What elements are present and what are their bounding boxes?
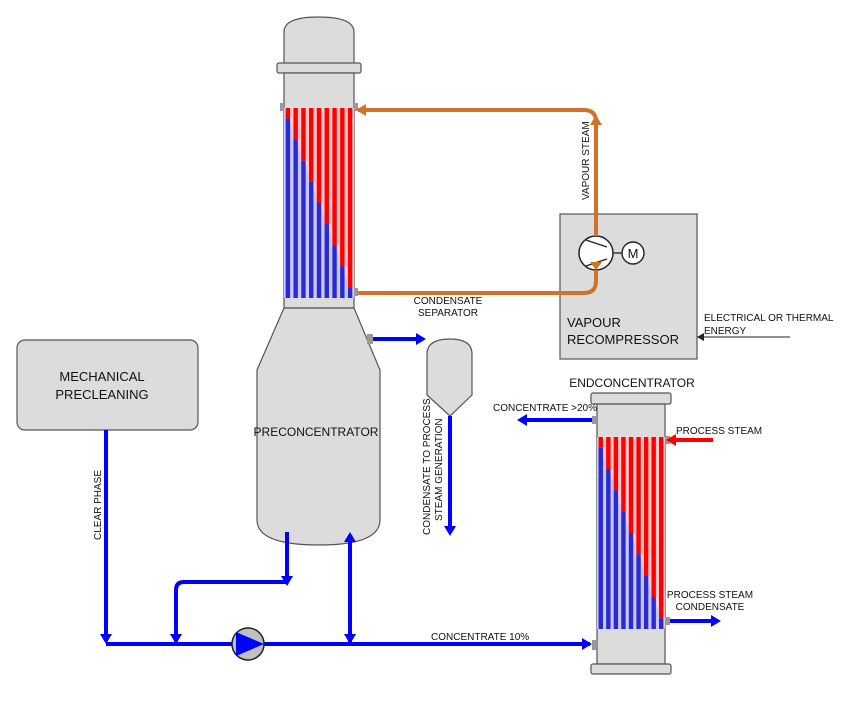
- endconcentrator-hot-tube: [651, 437, 656, 597]
- preconcentrator-cold-tube: [316, 203, 322, 298]
- process-steam-line: [666, 434, 713, 446]
- vapour-recompressor-unit: VAPOUR RECOMPRESSOR M: [559, 213, 698, 360]
- energy-label-line1: ELECTRICAL OR THERMAL: [704, 313, 834, 324]
- condensate-separator-label-line2: SEPARATOR: [418, 308, 478, 319]
- endconcentrator-cold-tube: [598, 447, 603, 629]
- preconcentrator-heat-exchanger: [284, 108, 354, 298]
- mechanical-precleaning-unit: MECHANICAL PRECLEANING: [16, 339, 199, 431]
- preconcentrator-hot-tube: [347, 108, 353, 288]
- endconcentrator-cold-tube: [621, 511, 626, 629]
- motor-label: M: [628, 246, 639, 261]
- process-steam-label: PROCESS STEAM: [676, 426, 762, 437]
- endconcentrator-cold-tube: [613, 490, 619, 629]
- vapour-recompressor-label-line2: RECOMPRESSOR: [567, 332, 679, 347]
- mechanical-precleaning-label-line2: PRECLEANING: [55, 387, 148, 402]
- preconcentrator-hot-tube: [285, 108, 291, 119]
- endconcentrator-cold-tube: [643, 575, 649, 629]
- endconcentrator-cold-tube: [628, 533, 634, 629]
- preconcentrator-hot-tube: [316, 108, 322, 203]
- endconcentrator-vessel: ENDCONCENTRATOR: [569, 376, 695, 675]
- preconcentrator-hot-tube: [293, 108, 298, 140]
- condensate-to-process-label-line2: STEAM GENERATION: [434, 418, 445, 521]
- endconcentrator-heat-exchanger: [597, 437, 665, 629]
- clear-phase-label: CLEAR PHASE: [93, 470, 104, 540]
- process-steam-condensate-label-line1: PROCESS STEAM: [667, 590, 753, 601]
- process-steam-condensate-label-line2: CONDENSATE: [676, 602, 745, 613]
- energy-label-line2: ENERGY: [704, 326, 747, 337]
- motor-icon: M: [621, 241, 645, 265]
- endconcentrator-hot-tube: [621, 437, 626, 512]
- liquid-arrows: [100, 333, 721, 650]
- preconcentrator-label: PRECONCENTRATOR: [254, 425, 379, 439]
- liquid-lines: [104, 337, 712, 646]
- endconcentrator-hot-tube: [636, 437, 641, 555]
- condensate-to-process-label-line1: CONDENSATE TO PROCESS: [422, 398, 433, 535]
- preconcentrator-hot-tube: [309, 108, 314, 182]
- preconcentrator-cold-tube: [293, 139, 298, 298]
- endconcentrator-label: ENDCONCENTRATOR: [569, 376, 695, 390]
- endconcentrator-hot-tube: [659, 437, 664, 619]
- preconcentrator-cold-tube: [324, 224, 329, 298]
- circulation-pump-icon: [231, 627, 265, 661]
- preconcentrator-cold-tube: [332, 245, 337, 298]
- preconcentrator-cold-tube: [340, 266, 345, 298]
- vapour-steam-arrow-compressor: [590, 262, 602, 270]
- vapour-steam-label: VAPOUR STEAM: [581, 121, 592, 200]
- endconcentrator-cold-tube: [606, 469, 611, 629]
- endconcentrator-hot-tube: [598, 437, 603, 448]
- vapour-steam-arrow-in: [590, 115, 602, 125]
- endconcentrator-cold-tube: [636, 554, 641, 629]
- concentrate-20-label: CONCENTRATE >20%: [493, 403, 597, 414]
- endconcentrator-hot-tube: [606, 437, 611, 469]
- vapour-recompressor-label-line1: VAPOUR: [567, 315, 621, 330]
- condensate-separator: CONDENSATE SEPARATOR: [414, 296, 483, 417]
- preconcentrator-hot-tube: [340, 108, 345, 267]
- endconcentrator-cold-tube: [659, 618, 664, 629]
- concentrate-10-label: CONCENTRATE 10%: [431, 632, 529, 643]
- preconcentrator-vessel: PRECONCENTRATOR: [254, 16, 381, 546]
- preconcentrator-cold-tube: [309, 181, 314, 298]
- endconcentrator-hot-tube: [628, 437, 634, 533]
- vapour-steam-arrow-return: [356, 104, 366, 116]
- preconcentrator-hot-tube: [324, 108, 329, 225]
- endconcentrator-cold-tube: [651, 597, 656, 629]
- mechanical-precleaning-label-line1: MECHANICAL: [59, 369, 144, 384]
- endconcentrator-hot-tube: [643, 437, 649, 576]
- preconcentrator-cold-tube: [285, 118, 291, 298]
- preconcentrator-cold-tube: [347, 287, 353, 298]
- endconcentrator-hot-tube: [613, 437, 619, 491]
- condensate-separator-label-line1: CONDENSATE: [414, 296, 483, 307]
- preconcentrator-hot-tube: [332, 108, 337, 246]
- energy-input-line: ELECTRICAL OR THERMAL ENERGY: [697, 313, 834, 341]
- preconcentrator-hot-tube: [301, 108, 306, 161]
- preconcentrator-cold-tube: [301, 160, 306, 298]
